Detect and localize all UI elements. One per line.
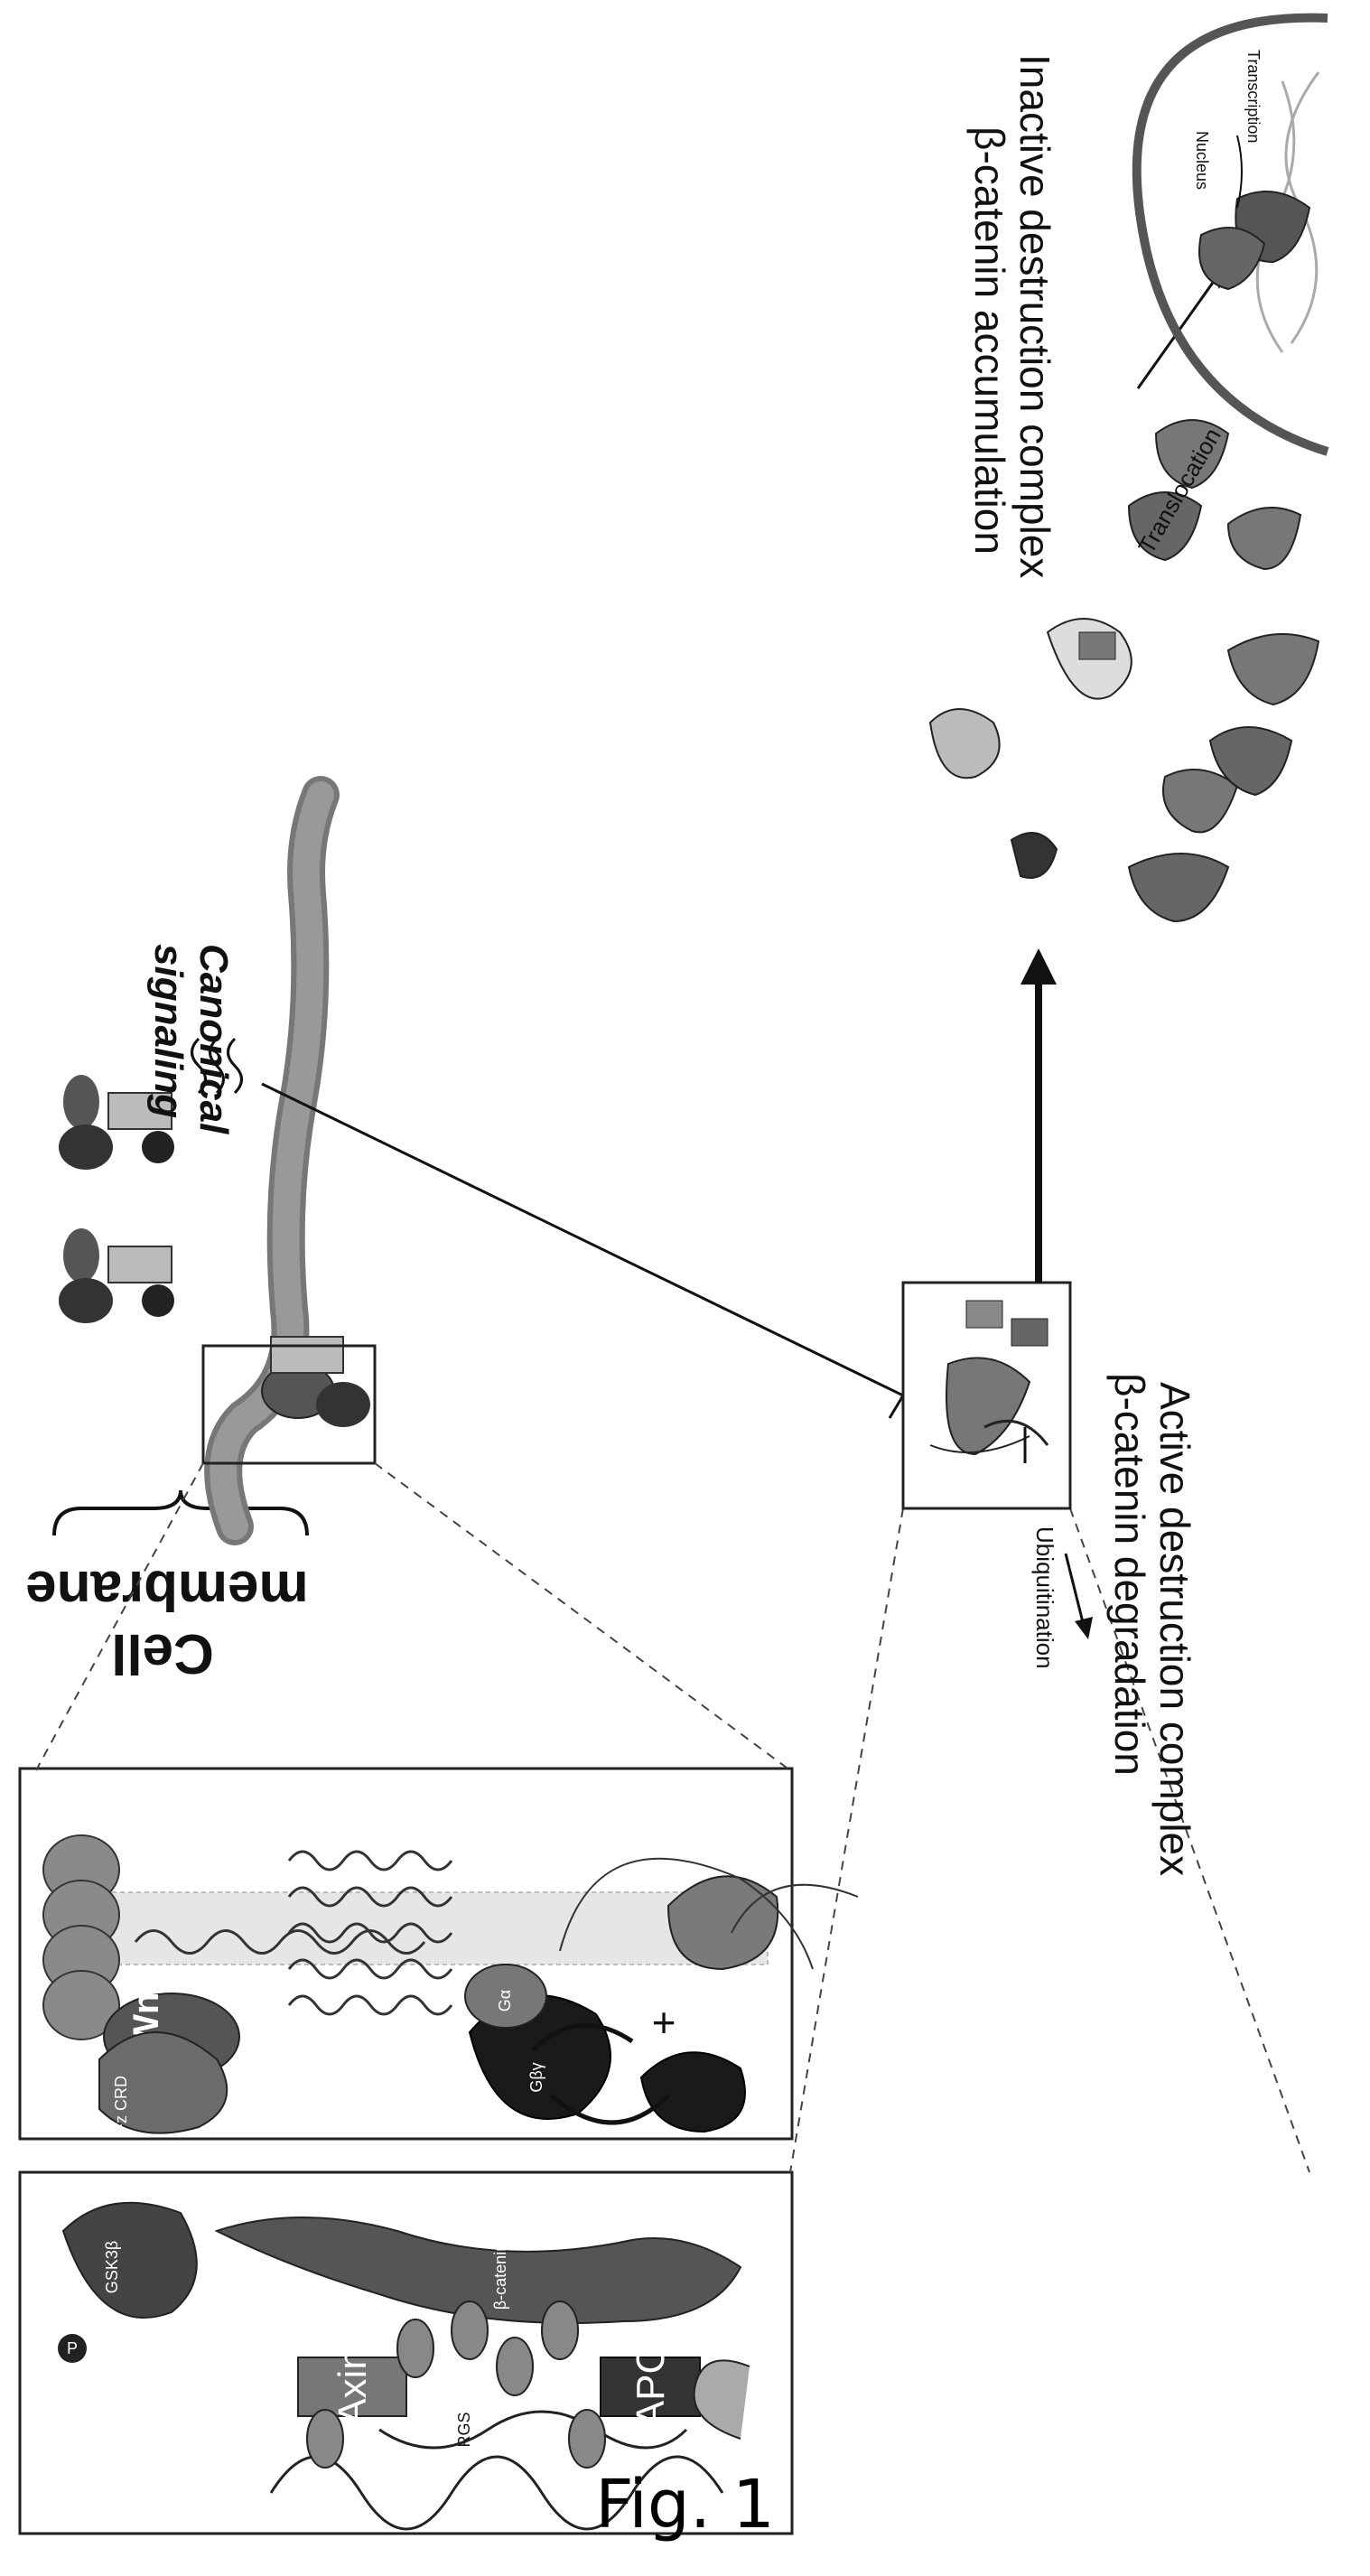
fz-crd-label: Fz CRD [112, 2076, 130, 2133]
inactive-complex-label: Inactive destruction complex [1011, 54, 1058, 578]
activation-arrow [1021, 948, 1057, 1283]
plus-sign: + [652, 1999, 676, 2046]
apc-label: APC [629, 2346, 673, 2427]
cell-membrane-line1: Cell [111, 1622, 214, 1685]
axin-box: Axin [298, 2347, 406, 2425]
membrane-ribbon [59, 795, 375, 1526]
gsk3b-label: GSK3β [103, 2241, 121, 2293]
ubiquitination-label: Ubiquitination [1031, 1526, 1058, 1669]
transcription-label: Transcription [1244, 50, 1263, 143]
cell-membrane-label: Cell [111, 1622, 214, 1685]
nucleus: Nucleus Transcription [1137, 18, 1328, 452]
beta-catenin-degradation-label: β-catenin degradation [1106, 1373, 1153, 1776]
receptor-cluster-1 [262, 1337, 370, 1427]
inhibition-line [262, 1084, 903, 1395]
cell-membrane-group: Cell membrane [25, 1490, 309, 1685]
nucleus-label: Nucleus [1193, 131, 1211, 190]
inset-receptor-panel: Wnt Fz CRD Gα Gβγ + [20, 1769, 858, 2139]
receptor-cluster-2 [59, 1228, 174, 1323]
g-alpha-label: Gα [496, 1990, 514, 2011]
beta-catenin-accumulation-label: β-catenin accumulation [966, 126, 1013, 555]
beta-catenin-label: β-catenin [491, 2243, 509, 2310]
canonical-signaling-label: Canonical signaling [146, 944, 236, 1145]
g-beta-gamma-label: Gβγ [527, 2062, 545, 2092]
phosphate-label: P [67, 2339, 78, 2357]
axin-label: Axin [331, 2347, 375, 2425]
active-destruction-complex [903, 1283, 1070, 1508]
figure-caption: Fig. 1 [0, 2466, 1370, 2543]
cell-membrane-label-2: membrane [25, 1559, 309, 1621]
active-complex-label: Active destruction complex [1151, 1382, 1198, 1876]
ubiquitination-group: Ubiquitination [1031, 1526, 1093, 1669]
apc-box: APC [601, 2346, 700, 2427]
